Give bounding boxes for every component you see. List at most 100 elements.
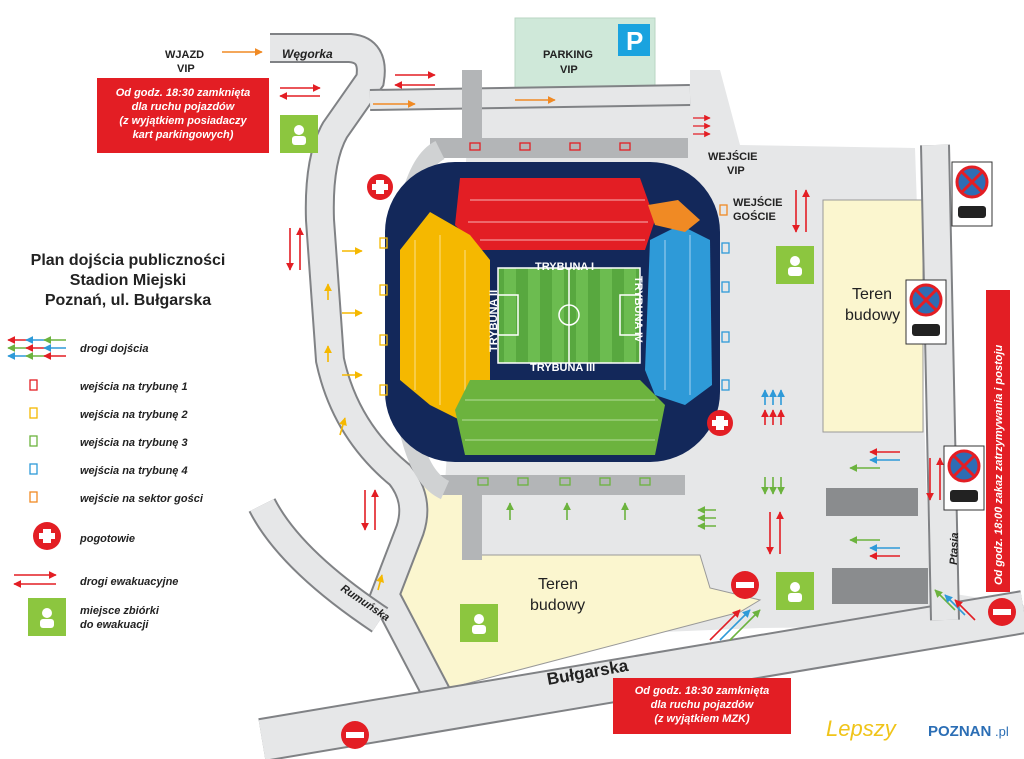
label-teren-budowy-south-1: Teren — [538, 576, 578, 593]
ambulance-icon — [367, 174, 393, 200]
legend-label-gate-2: wejścia na trybunę 2 — [80, 409, 188, 421]
tribune-1-pattern — [468, 199, 648, 241]
no-entry-sign-icon — [341, 721, 369, 749]
pillar-north — [462, 70, 482, 140]
entrance-gates — [379, 114, 730, 486]
guest-sector — [648, 200, 700, 232]
label-teren-budowy-east-2: budowy — [845, 307, 900, 324]
no-entry-sign-icon — [988, 598, 1016, 626]
tribune-3-pattern — [462, 399, 658, 441]
gates-tribune-3 — [477, 477, 651, 486]
legend-label-gate-guest: wejście na sektor gości — [80, 493, 204, 505]
label-trybuna-2: TRYBUNA II — [488, 290, 500, 352]
arrows-yellow — [324, 247, 385, 591]
no-stopping-sign-icon — [905, 279, 947, 345]
arrows-green — [506, 464, 880, 544]
legend-gate-1-icon — [29, 379, 38, 391]
gate-guest — [719, 204, 728, 216]
watermark-part-3: .pl — [995, 724, 1009, 739]
legend-gate-guest-icon — [29, 491, 38, 503]
legend-assembly-point-icon — [28, 598, 66, 636]
tribune-2-seating — [400, 212, 490, 420]
pitch-box-left — [497, 294, 519, 336]
tribune-4-pattern — [664, 235, 691, 395]
legend: drogi dojścia wejścia na trybunę 1 wejśc… — [7, 336, 204, 636]
label-teren-budowy-east-1: Teren — [852, 286, 892, 303]
title-line-1: Plan dojścia publiczności — [31, 252, 226, 269]
street-rumunska-fill — [250, 498, 388, 631]
label-teren-budowy-south-2: budowy — [530, 597, 585, 614]
label-street-ptasia: Ptasia — [948, 532, 961, 565]
legend-label-gate-3: wejścia na trybunę 3 — [80, 437, 188, 449]
traffic-signs — [341, 161, 1016, 749]
label-street-wegorka: Węgorka — [282, 47, 333, 61]
label-trybuna-1: TRYBUNA I — [535, 261, 594, 273]
label-wejscie-goscie-2: GOŚCIE — [733, 210, 776, 223]
label-wjazd-vip-2: VIP — [177, 63, 195, 75]
notice-top-line-4: kart parkingowych) — [133, 129, 234, 141]
arrows-red-entry — [761, 409, 900, 560]
legend-label-assembly-2: do ewakuacji — [80, 619, 149, 631]
legend-gate-3-icon — [29, 435, 38, 447]
label-trybuna-3: TRYBUNA III — [530, 362, 595, 374]
watermark-part-2: POZNAN — [928, 723, 991, 740]
notice-bottom-line-2: dla ruchu pojazdów — [651, 699, 755, 711]
gates-vip — [693, 114, 711, 138]
tribune-1-seating — [455, 178, 655, 250]
legend-label-ambulance: pogotowie — [79, 533, 135, 545]
streets — [248, 33, 1024, 759]
street-bulgarska-fill — [258, 592, 1024, 759]
notice-top-line-3: (z wyjątkiem posiadaczy — [119, 115, 247, 127]
notice-right-text: Od godz. 18:00 zakaz zatrzymywania i pos… — [993, 344, 1005, 585]
no-stopping-sign-icon — [951, 161, 993, 227]
notice-bottom-line-1: Od godz. 18:30 zamknięta — [635, 685, 769, 697]
ambulance-points — [367, 174, 733, 436]
legend-gate-4-icon — [29, 463, 38, 475]
no-stopping-sign-icon — [943, 445, 985, 511]
gates-tribune-4 — [721, 242, 730, 391]
assembly-point-icon — [776, 246, 814, 284]
legend-label-assembly-1: miejsce zbiórki — [80, 605, 160, 617]
assembly-point-icon — [460, 604, 498, 642]
street-ptasia-fill — [922, 144, 958, 621]
pitch-centre-circle — [558, 304, 580, 326]
arrows-orange — [222, 48, 556, 108]
arrows-bulgarska-corner — [709, 589, 976, 641]
label-parking-vip-1: PARKING — [543, 49, 593, 61]
parking-sign-icon — [618, 24, 650, 56]
parking-sign-letter: P — [626, 26, 643, 56]
no-entry-sign-icon — [731, 571, 759, 599]
legend-label-gate-4: wejścia na trybunę 4 — [80, 465, 188, 477]
assembly-points — [280, 115, 814, 642]
tribune-3-seating — [455, 380, 665, 455]
notice-top-line-2: dla ruchu pojazdów — [132, 101, 236, 113]
assembly-point-icon — [280, 115, 318, 153]
legend-walk-arrows-icon — [7, 336, 66, 360]
walk-north — [430, 138, 688, 158]
legend-label-walk: drogi dojścia — [80, 343, 148, 355]
notice-bottom: Od godz. 18:30 zamknięta dla ruchu pojaz… — [613, 678, 791, 734]
legend-label-gate-1: wejścia na trybunę 1 — [80, 381, 188, 393]
evacuation-arrows — [279, 71, 944, 555]
label-wejscie-vip-1: WEJŚCIE — [708, 150, 758, 163]
gates-tribune-2 — [379, 237, 388, 396]
notice-top-line-1: Od godz. 18:30 zamknięta — [116, 87, 250, 99]
legend-label-evacuation: drogi ewakuacyjne — [80, 576, 178, 588]
ambulance-icon — [707, 410, 733, 436]
building-block-2 — [832, 568, 928, 604]
watermark-logo: Lepszy POZNAN .pl — [826, 716, 1009, 741]
title-line-2: Stadion Miejski — [70, 272, 186, 289]
legend-gate-2-icon — [29, 407, 38, 419]
map-title: Plan dojścia publiczności Stadion Miejsk… — [31, 252, 226, 309]
pillar-south — [462, 490, 482, 560]
gates-tribune-1 — [469, 142, 631, 151]
street-wegorka-fill — [270, 35, 452, 707]
tribune-2-pattern — [414, 235, 466, 410]
notice-top-left: Od godz. 18:30 zamknięta dla ruchu pojaz… — [97, 78, 269, 153]
legend-evacuation-arrows-icon — [13, 571, 57, 588]
legend-ambulance-icon — [33, 522, 61, 550]
building-block-1 — [826, 488, 918, 516]
label-wejscie-vip-2: VIP — [727, 165, 745, 177]
street-top-fill — [369, 86, 691, 109]
